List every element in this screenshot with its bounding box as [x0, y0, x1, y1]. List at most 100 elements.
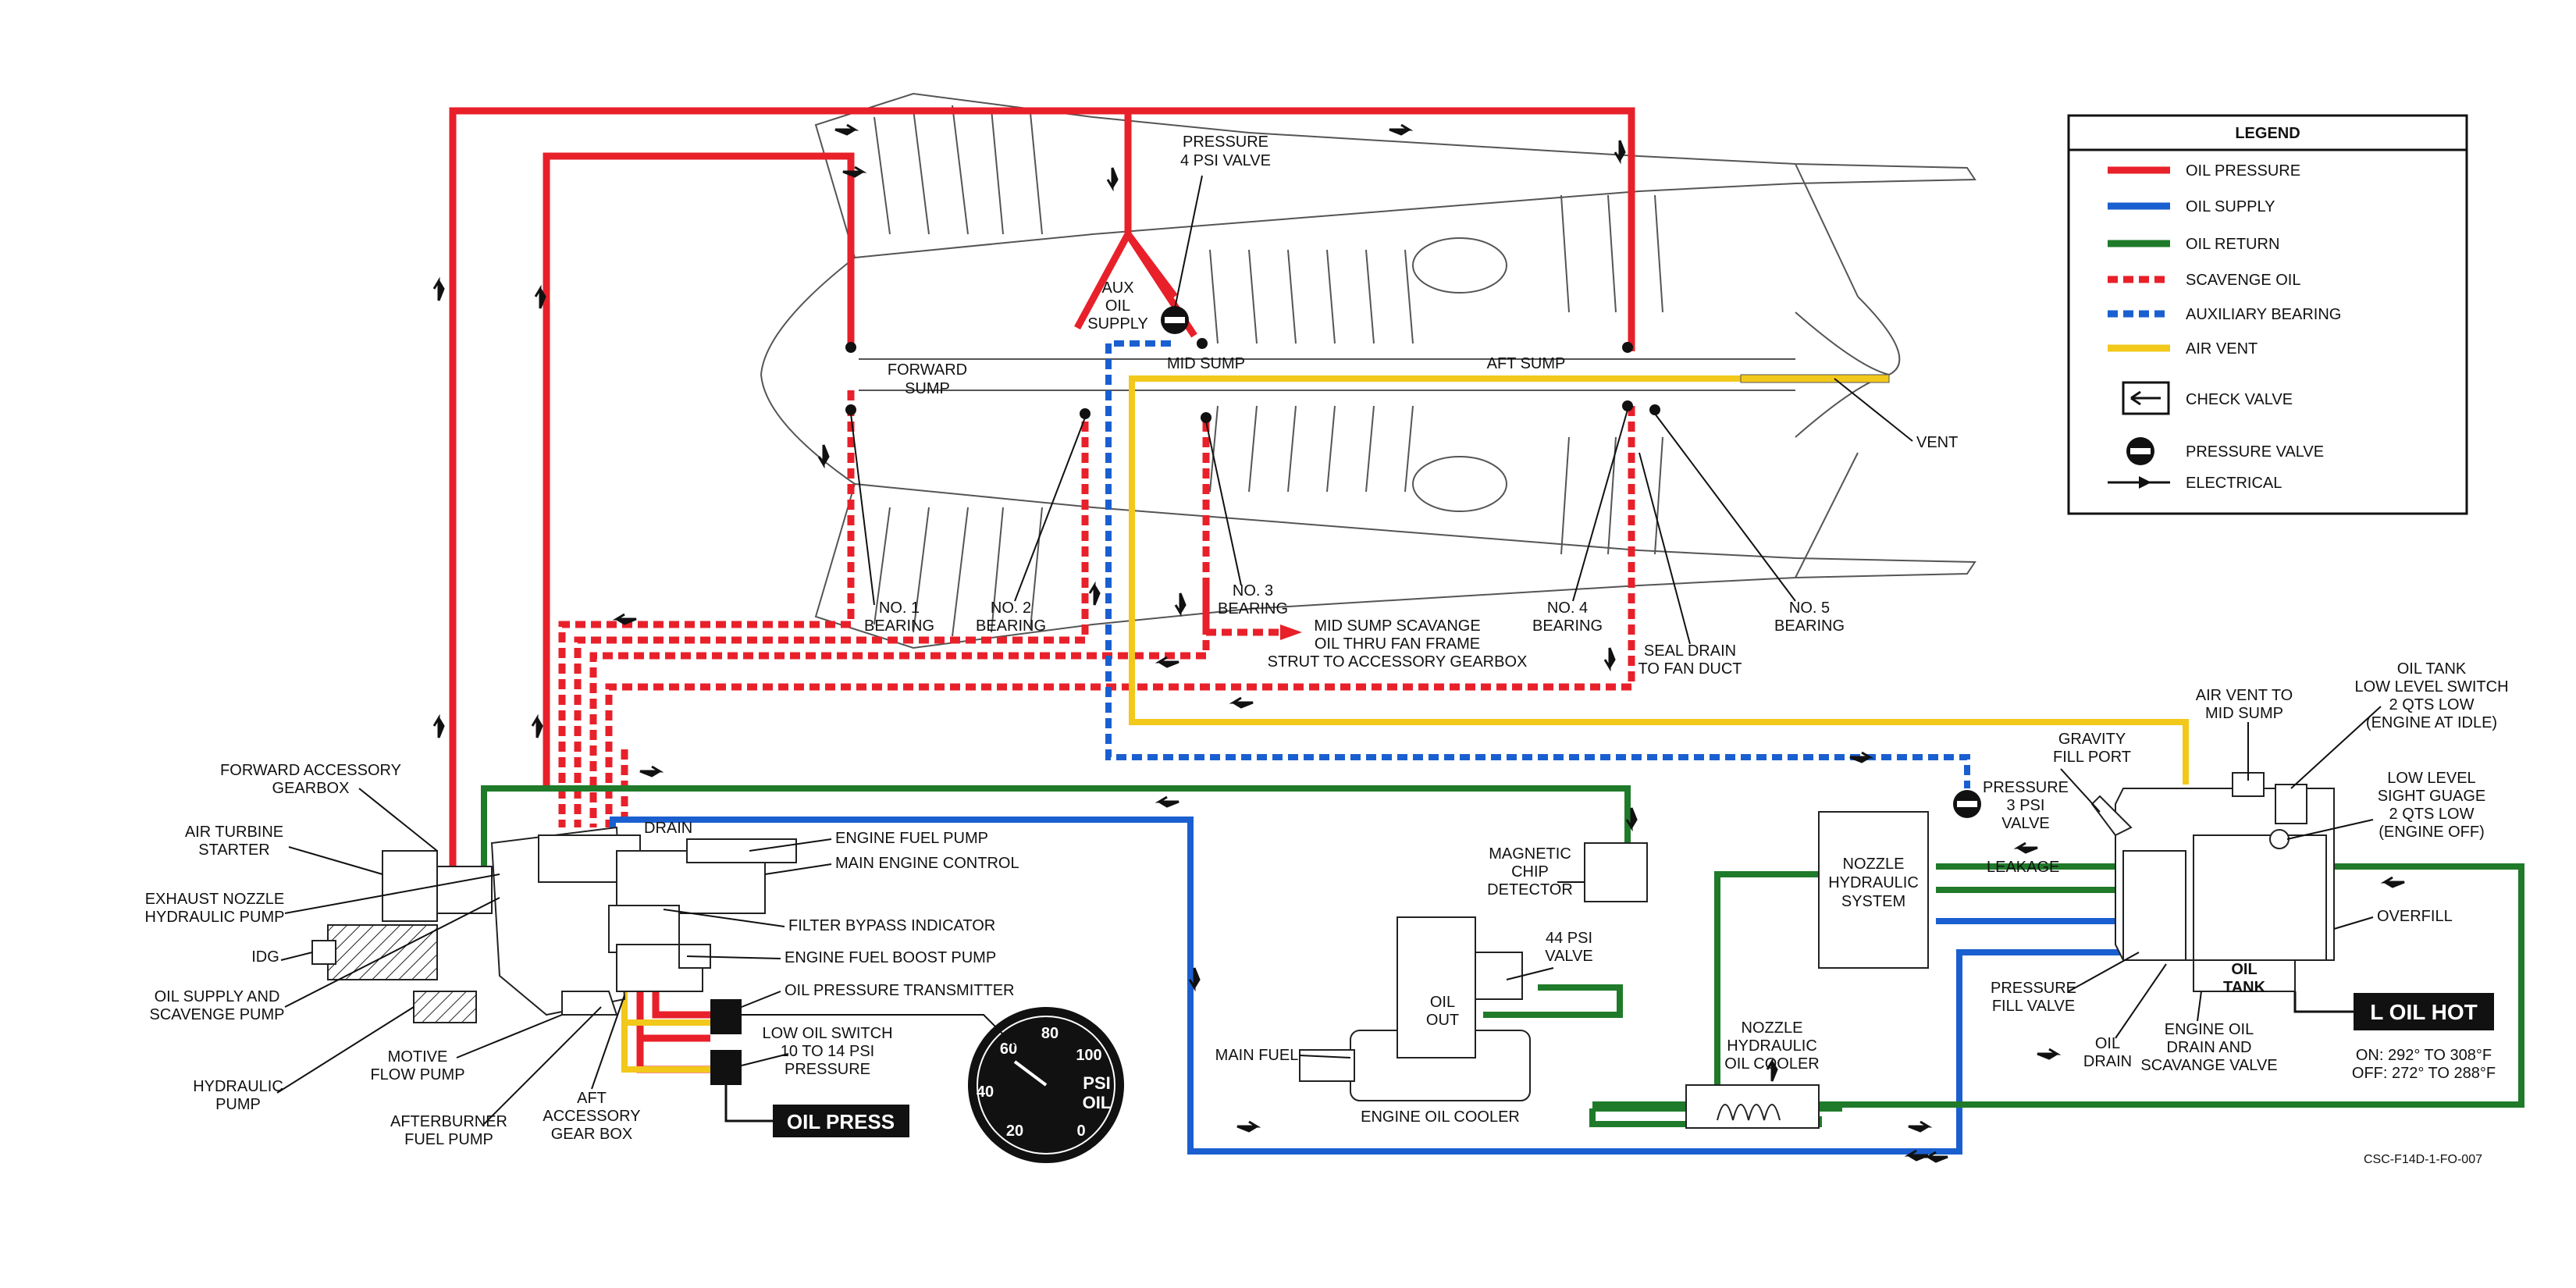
bearing-no3-marker	[1201, 412, 1212, 423]
label-magnetic-chip-detector-3: DETECTOR	[1487, 881, 1573, 898]
label-no5-bearing-1: NO. 5	[1789, 600, 1830, 617]
label-engine-oil-drain-valve-3: SCAVANGE VALVE	[2140, 1057, 2277, 1074]
label-overfill: OVERFILL	[2377, 908, 2453, 925]
label-vent: VENT	[1916, 434, 1958, 451]
leader-lines	[276, 175, 2382, 1125]
label-oil-tank-low-level-switch-3: 2 QTS LOW	[2389, 696, 2475, 713]
label-seal-drain-2: TO FAN DUCT	[1638, 660, 1742, 678]
flow-arrow-left-icon	[612, 613, 637, 625]
flow-arrow-down-icon	[1188, 967, 1201, 992]
label-main-engine-control: MAIN ENGINE CONTROL	[835, 855, 1019, 872]
label-no3-bearing-2: BEARING	[1218, 600, 1288, 617]
legend-title: LEGEND	[2235, 125, 2300, 142]
mid-sump-scavenge-arrow-icon	[1280, 624, 1302, 640]
nozzle-hydraulic-oil-cooler	[1685, 1084, 1820, 1129]
flow-arrow-right-icon	[2037, 1048, 2062, 1060]
oil-return-lines	[481, 785, 2524, 1127]
label-no1-bearing-1: NO. 1	[879, 600, 920, 617]
label-aux-oil-supply-3: SUPPLY	[1087, 315, 1147, 333]
flow-arrow-up-icon	[531, 713, 543, 738]
air-vent-lines	[621, 375, 2189, 1073]
gauge-unit-oil: OIL	[1083, 1093, 1112, 1112]
label-exhaust-nozzle-pump-1: EXHAUST NOZZLE	[145, 891, 285, 908]
label-no5-bearing-2: BEARING	[1774, 617, 1845, 635]
legend-oil-return-label: OIL RETURN	[2186, 236, 2279, 253]
electrical-line-oil-hot	[2293, 991, 2354, 1013]
label-oil-drain-1: OIL	[2095, 1035, 2120, 1052]
label-air-turbine-starter-1: AIR TURBINE	[185, 824, 283, 841]
flow-arrow-left-icon	[1923, 1151, 1948, 1163]
flow-arrow-down-icon	[817, 444, 830, 469]
flow-arrow-up-icon	[534, 284, 546, 309]
label-mid-sump-scavenge-1: MID SUMP SCAVANGE	[1314, 617, 1480, 635]
oil-supply-lines	[610, 817, 2123, 1155]
legend-electrical-label: ELECTRICAL	[2186, 475, 2282, 492]
label-seal-drain-1: SEAL DRAIN	[1644, 642, 1736, 660]
flow-arrow-right-icon	[1236, 1120, 1261, 1133]
label-oil-tank-low-level-switch-4: (ENGINE AT IDLE)	[2366, 714, 2497, 731]
label-magnetic-chip-detector-2: CHIP	[1511, 863, 1549, 881]
check-valve-icon	[2122, 381, 2170, 415]
label-oil-out-2: OUT	[1426, 1012, 1459, 1029]
label-low-level-sight-gauge-2: SIGHT GUAGE	[2378, 788, 2486, 805]
label-filter-bypass-indicator: FILTER BYPASS INDICATOR	[788, 917, 995, 934]
bearing-no1b-marker	[845, 404, 856, 415]
label-motive-flow-pump-1: MOTIVE	[388, 1048, 448, 1066]
flow-arrow-down-icon	[1603, 647, 1616, 672]
label-air-turbine-starter-2: STARTER	[198, 841, 270, 859]
label-oil-pressure-transmitter: OIL PRESSURE TRANSMITTER	[785, 982, 1015, 999]
label-44psi-valve-2: VALVE	[1545, 948, 1593, 965]
flow-arrow-up-icon	[1088, 581, 1101, 606]
oil-tank	[2090, 772, 2335, 992]
label-low-oil-switch-3: PRESSURE	[785, 1061, 870, 1078]
scavenge-oil-lines	[558, 390, 1635, 827]
label-oil-out-1: OIL	[1430, 994, 1455, 1011]
label-engine-oil-cooler: ENGINE OIL COOLER	[1361, 1108, 1520, 1126]
label-oil-tank-2: TANK	[2223, 979, 2266, 996]
flow-arrow-right-icon	[1849, 751, 1874, 763]
label-pressure-3psi-valve-3: VALVE	[2001, 815, 2050, 832]
oil-pressure-transmitter-block	[710, 999, 742, 1034]
label-no3-bearing-1: NO. 3	[1233, 582, 1273, 600]
label-drain: DRAIN	[644, 820, 692, 837]
flow-arrow-down-icon	[1614, 140, 1626, 165]
label-44psi-valve-1: 44 PSI	[1546, 930, 1592, 947]
accessory-gearbox-cluster	[311, 826, 797, 1023]
pressure-valve-icon	[2126, 437, 2154, 465]
label-mid-sump-scavenge-2: OIL THRU FAN FRAME	[1315, 635, 1480, 653]
flow-arrows	[432, 123, 2405, 1163]
label-no2-bearing-2: BEARING	[976, 617, 1046, 635]
gauge-unit-psi: PSI	[1083, 1073, 1110, 1093]
flow-arrow-down-icon	[1106, 167, 1119, 192]
label-forward-accessory-gearbox-1: FORWARD ACCESSORY	[220, 762, 401, 779]
gauge-tick-100: 100	[1076, 1047, 1101, 1064]
flow-arrow-right-icon	[1908, 1120, 1933, 1133]
flow-arrow-up-icon	[1766, 1057, 1778, 1082]
label-exhaust-nozzle-pump-2: HYDRAULIC PUMP	[145, 909, 285, 926]
flow-arrow-right-icon	[1389, 123, 1414, 136]
oil-pressure-gauge: 20 40 60 80 100 0 PSI OIL	[968, 1007, 1124, 1163]
oil-press-indicator: OIL PRESS	[773, 1105, 909, 1137]
label-low-level-sight-gauge-1: LOW LEVEL	[2387, 770, 2475, 787]
gauge-needle	[1013, 1060, 1048, 1087]
label-aft-accessory-gearbox-2: ACCESSORY	[543, 1108, 640, 1125]
label-aft-sump: AFT SUMP	[1487, 355, 1566, 372]
label-aft-accessory-gearbox-3: GEAR BOX	[551, 1126, 632, 1143]
label-forward-accessory-gearbox-2: GEARBOX	[272, 780, 350, 797]
auxiliary-bearing-lines	[1105, 340, 1970, 788]
magnetic-chip-detector	[1584, 842, 1648, 902]
label-hydraulic-pump-1: HYDRAULIC	[193, 1078, 283, 1095]
label-oil-supply-scavenge-pump-1: OIL SUPPLY AND	[155, 988, 280, 1005]
label-main-fuel: MAIN FUEL	[1215, 1047, 1299, 1064]
label-oil-drain-2: DRAIN	[2083, 1053, 2132, 1070]
label-engine-oil-drain-valve-1: ENGINE OIL	[2165, 1021, 2254, 1038]
gauge-tick-40: 40	[977, 1083, 994, 1101]
label-afterburner-fuel-pump-2: FUEL PUMP	[404, 1131, 493, 1148]
engine-oil-cooler	[1299, 916, 1531, 1101]
legend-oil-supply-label: OIL SUPPLY	[2186, 198, 2275, 215]
label-pressure-fill-valve-2: FILL VALVE	[1992, 998, 2075, 1015]
bearing-no5-marker	[1649, 404, 1660, 415]
label-gravity-fill-port-1: GRAVITY	[2058, 731, 2126, 748]
flow-arrow-left-icon	[1155, 795, 1179, 808]
